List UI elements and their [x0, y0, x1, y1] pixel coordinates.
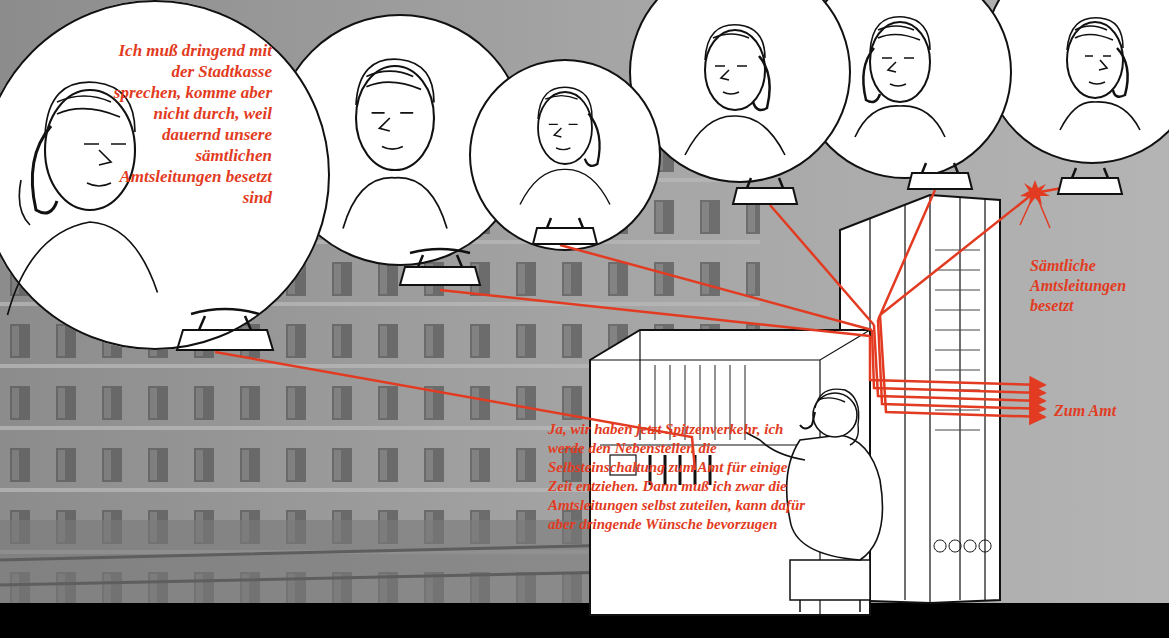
telephone — [733, 178, 797, 204]
caller-head — [343, 59, 447, 228]
caller-head — [855, 17, 945, 137]
head-outline — [705, 30, 765, 110]
phone-base — [533, 228, 597, 244]
trunk-line — [872, 330, 1045, 393]
face — [882, 58, 914, 86]
telephone — [1058, 168, 1122, 194]
face — [372, 113, 414, 149]
circle-4 — [630, 0, 850, 182]
face — [549, 124, 578, 149]
caller-head — [685, 25, 785, 155]
caption-label: Ja, wir haben jetzt Spitzenverkehr, ich … — [548, 420, 810, 534]
caption-label: Sämtliche Amtsleitungen besetzt — [1030, 256, 1165, 316]
hair — [870, 17, 930, 52]
operator-hair — [815, 389, 859, 445]
head-outline — [356, 66, 434, 170]
head-outline — [1067, 22, 1123, 98]
shoulders — [343, 178, 447, 229]
phone-base — [400, 267, 480, 285]
face — [1085, 56, 1111, 84]
circle-3 — [470, 60, 660, 250]
caller-head — [8, 82, 158, 315]
hair — [1067, 18, 1123, 50]
building-steps — [0, 545, 620, 585]
phone-base — [733, 188, 797, 204]
phone-cradle — [191, 309, 259, 330]
shoulders — [685, 116, 785, 155]
phone-cradle — [747, 178, 783, 188]
frame-dials — [934, 540, 991, 552]
circle-outline — [470, 60, 660, 250]
relay-rows — [935, 250, 980, 430]
hair — [705, 25, 765, 60]
caller-head — [520, 87, 610, 204]
face — [715, 66, 747, 94]
shoulders — [1060, 102, 1140, 130]
telephone — [908, 163, 972, 189]
speech-text: Ich muß dringend mit der Stadtkasse spre… — [100, 40, 272, 208]
hair — [538, 87, 592, 119]
circle-outline — [630, 0, 850, 182]
trunk-line — [874, 325, 1045, 401]
phone-base — [177, 330, 273, 350]
trunk-line — [878, 320, 1045, 409]
hair — [356, 59, 434, 105]
trunk-line — [880, 315, 1045, 417]
phone-cradle — [922, 163, 958, 173]
caption-label: Zum Amt — [1054, 401, 1164, 421]
head-outline — [45, 90, 135, 210]
handset — [863, 48, 880, 102]
shoulders — [855, 106, 945, 137]
telephone — [400, 249, 480, 285]
trunk-line — [870, 336, 1045, 385]
wires-callers — [440, 190, 1035, 336]
handset — [1113, 48, 1128, 97]
phone-cradle — [1072, 168, 1108, 178]
circle-6 — [984, 0, 1169, 163]
phone-cradle — [410, 249, 470, 267]
phone-base — [908, 173, 972, 189]
circle-fill — [0, 0, 330, 350]
building-base — [0, 520, 640, 605]
phone-cradle — [547, 218, 583, 228]
telephone — [177, 309, 273, 350]
caller-head — [1060, 18, 1140, 130]
headset — [800, 412, 815, 429]
telephone — [533, 218, 597, 244]
handset — [753, 56, 770, 110]
bottom-bar — [0, 603, 1169, 638]
head-outline — [538, 92, 592, 164]
handset — [585, 114, 600, 166]
chair — [790, 560, 870, 612]
circle-1-drawing — [0, 0, 330, 350]
shoulders-arm — [8, 180, 158, 315]
busy-signal-rays — [1020, 192, 1050, 228]
circle-outline — [984, 0, 1169, 163]
shoulders — [520, 169, 610, 204]
phone-base — [1058, 178, 1122, 194]
handset — [32, 126, 57, 213]
